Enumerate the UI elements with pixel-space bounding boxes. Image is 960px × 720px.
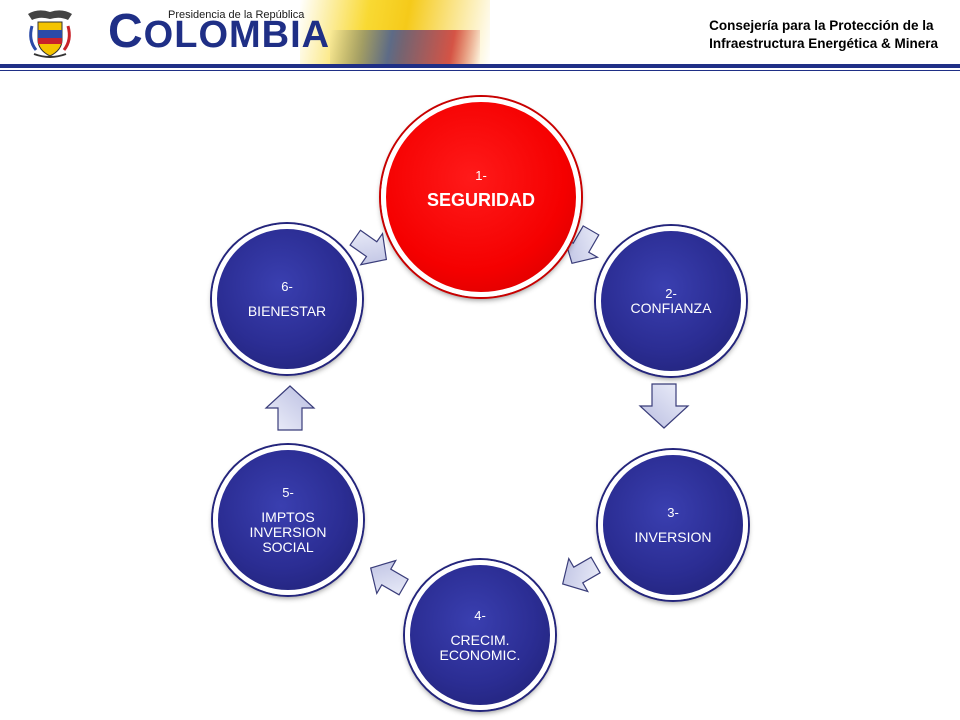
node-5-label-line-1: IMPTOS — [261, 509, 315, 525]
node-1-number: 1- — [475, 168, 487, 183]
node-imptos-inversion-social: 5- IMPTOS INVERSION SOCIAL — [213, 445, 363, 595]
node-5-number: 5- — [282, 485, 294, 500]
node-3-number: 3- — [667, 505, 679, 520]
node-1-label: SEGURIDAD — [426, 190, 535, 210]
header: Presidencia de la República COLOMBIA Con… — [0, 0, 960, 71]
node-seguridad: 1- SEGURIDAD — [381, 97, 581, 297]
node-3-label: INVERSION — [634, 529, 712, 545]
arrow-6-to-1 — [349, 229, 388, 266]
arrow-2-to-3 — [638, 383, 690, 429]
node-5-label-line-3: SOCIAL — [262, 539, 314, 555]
node-inversion: 3- INVERSION — [598, 450, 748, 600]
node-6-label: BIENESTAR — [247, 303, 327, 319]
node-4-number: 4- — [474, 607, 486, 623]
node-2-label: CONFIANZA — [630, 300, 712, 316]
flag-band-lower — [330, 30, 480, 66]
node-2-number: 2- — [665, 286, 677, 301]
node-6-number: 6- — [281, 279, 293, 294]
logo-subtitle: Presidencia de la República — [168, 9, 305, 21]
header-rule — [0, 64, 960, 68]
title-line-2: Infraestructura Energética & Minera — [709, 36, 938, 51]
title-line-1: Consejería para la Protección de la — [709, 18, 934, 33]
logo-wordmark: COLOMBIA — [108, 5, 331, 58]
node-5-label-line-2: INVERSION — [249, 524, 327, 540]
node-4-label-line-1: CRECIM. — [450, 631, 510, 648]
node-bienestar: 6- BIENESTAR — [212, 224, 362, 374]
node-4-label-line-2: ECONOMIC. — [439, 646, 521, 663]
node-confianza: 2- CONFIANZA — [596, 226, 746, 376]
arrow-1-to-2 — [563, 225, 600, 265]
node-crecim-economic: 4- CRECIM. ECONOMIC. — [405, 560, 555, 710]
coat-of-arms-icon — [28, 10, 72, 58]
arrow-4-to-5 — [369, 559, 409, 596]
arrow-5-to-6 — [264, 385, 316, 431]
header-rule-thin — [0, 70, 960, 71]
arrow-3-to-4 — [561, 556, 601, 593]
page-title: Consejería para la Protección de la Infr… — [709, 17, 938, 53]
